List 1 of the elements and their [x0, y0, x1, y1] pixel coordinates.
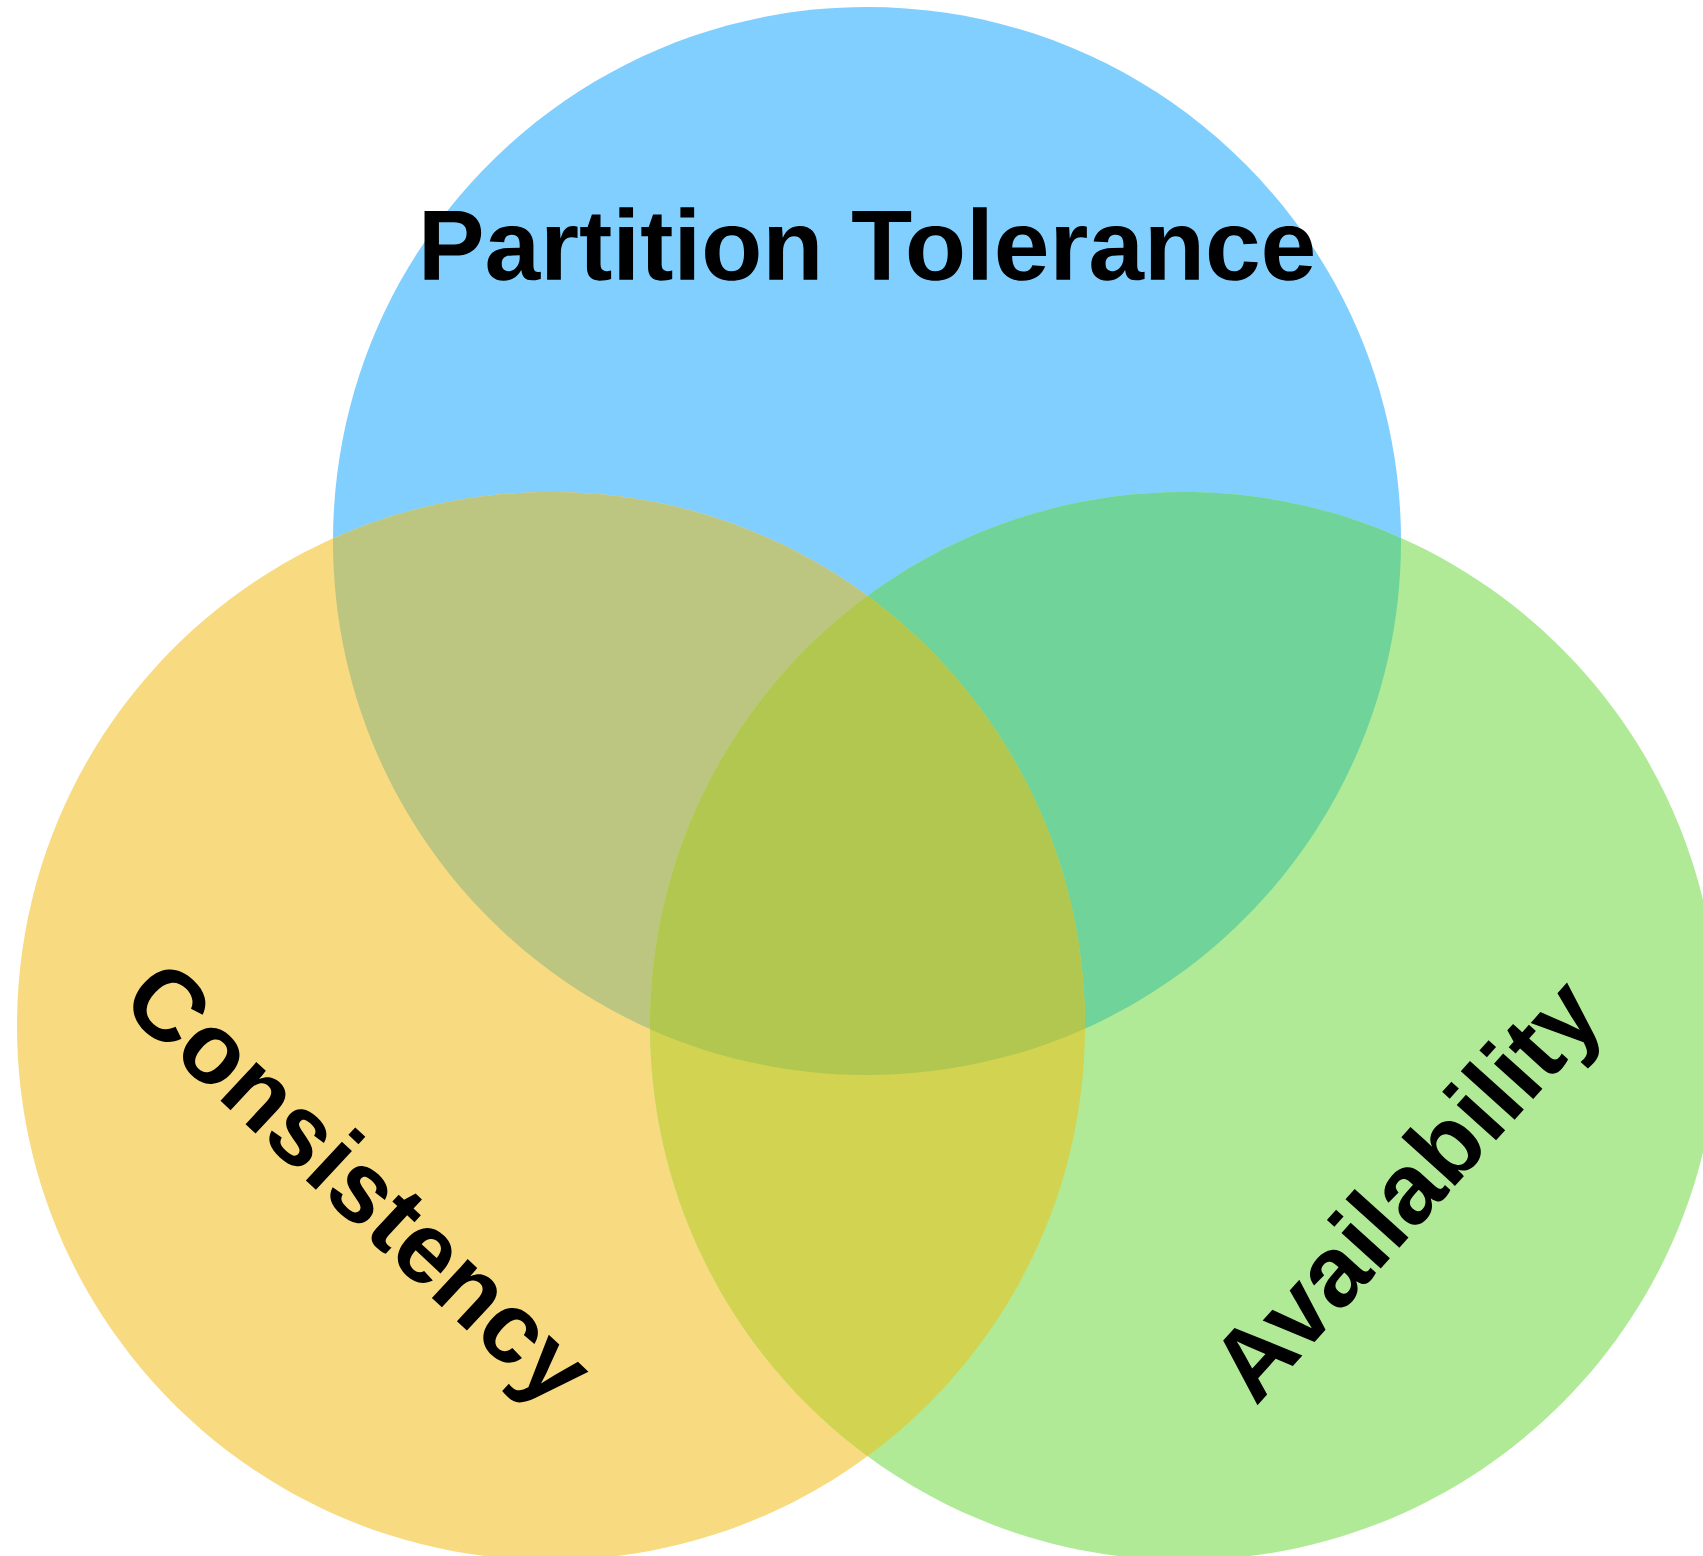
circle-label: Partition Tolerance	[424, 207, 1313, 281]
